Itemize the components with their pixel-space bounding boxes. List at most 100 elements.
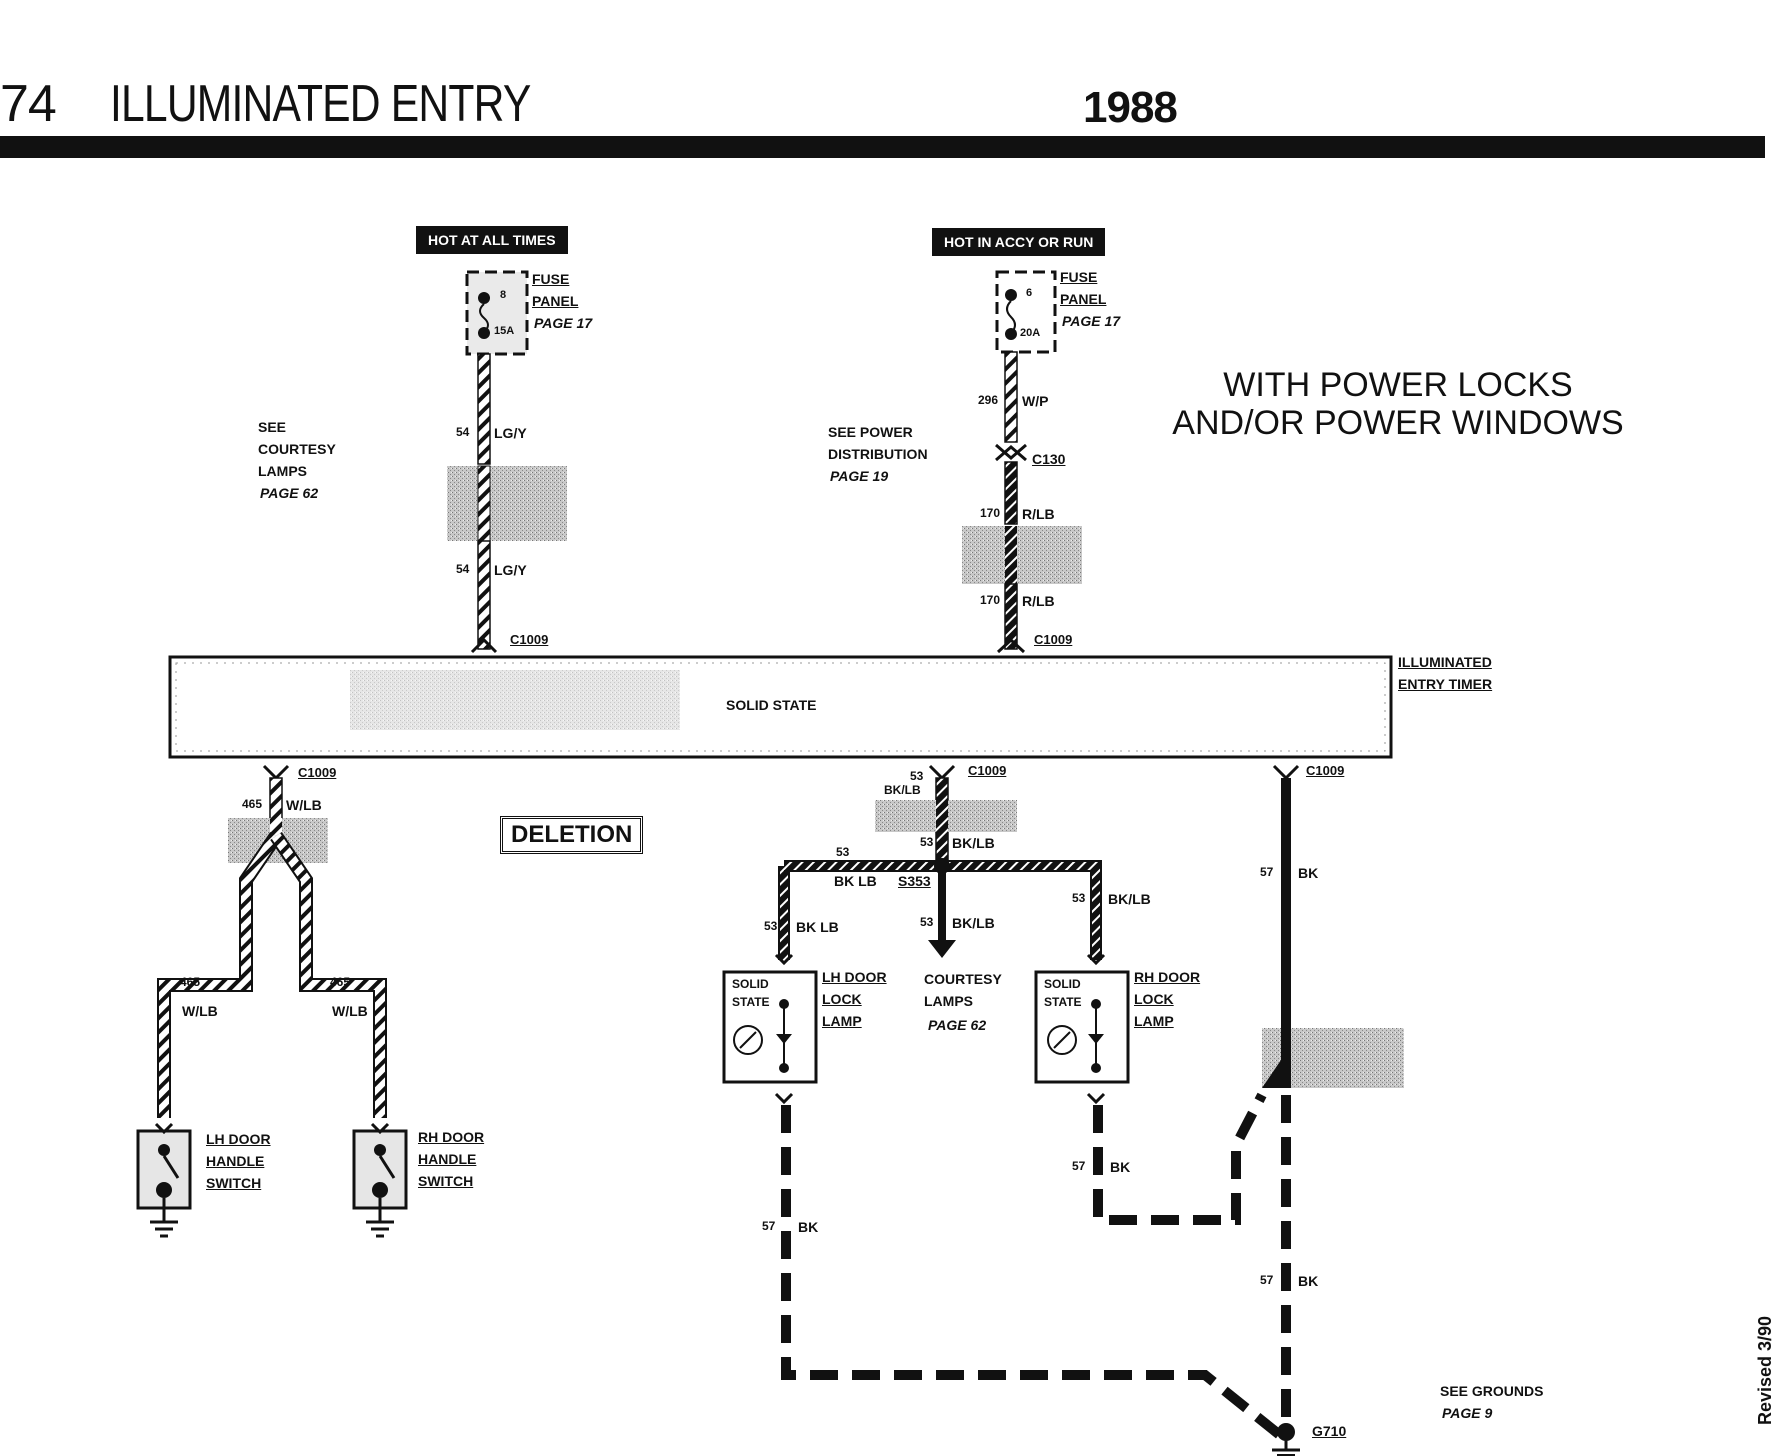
timer-label-2: ENTRY TIMER — [1398, 676, 1493, 692]
lh-lamp-label-1: LH DOOR — [822, 969, 887, 985]
wire-170b-num: 170 — [980, 593, 1001, 607]
wire-53left-num: 53 — [836, 845, 850, 859]
fuse-left-box — [465, 270, 529, 356]
hot-in-accy-or-run-tag: HOT IN ACCY OR RUN — [932, 228, 1106, 256]
courtesy-page: PAGE 62 — [928, 1017, 987, 1033]
shade-right — [962, 526, 1082, 584]
wire-465-color: W/LB — [286, 797, 322, 813]
connector-c1009-right-top: C1009 — [1034, 632, 1073, 647]
ref-courtesy-3: LAMPS — [258, 463, 307, 479]
connector-c1009-57: C1009 — [1306, 763, 1345, 778]
wire-465r-num: 465 — [330, 975, 351, 989]
wire-57c-color: BK — [798, 1219, 819, 1235]
wire-170-upper — [1004, 461, 1018, 525]
lh-lamp-label-3: LAMP — [822, 1013, 862, 1029]
wire-53court-color: BK/LB — [952, 915, 995, 931]
connector-c1009-53: C1009 — [968, 763, 1007, 778]
fuse-left-number: 8 — [500, 289, 507, 301]
ref-power-page: PAGE 19 — [830, 468, 889, 484]
splice-s353-label: S353 — [898, 873, 931, 889]
lh-switch-label-3: SWITCH — [206, 1175, 262, 1191]
wire-53top-color: BK/LB — [884, 783, 921, 797]
wire-170b-color: R/LB — [1022, 593, 1055, 609]
wire-54b-num: 54 — [456, 562, 470, 576]
wire-54a-color: LG/Y — [494, 425, 527, 441]
timer-solid-state: SOLID STATE — [726, 697, 817, 713]
wire-296-num: 296 — [978, 393, 999, 407]
page-number: 74 — [0, 75, 57, 133]
wire-57-lh — [781, 1105, 1290, 1444]
courtesy-label-2: LAMPS — [924, 993, 973, 1009]
fuse-left-amp: 15A — [494, 325, 515, 337]
courtesy-arrow — [928, 940, 956, 958]
variant-line1: WITH POWER LOCKS — [1223, 366, 1573, 404]
connector-c1009-left-top: C1009 — [510, 632, 549, 647]
header-rule — [0, 136, 1765, 158]
ground-g710-label: G710 — [1312, 1423, 1347, 1439]
wire-170-lower — [1004, 583, 1018, 650]
fuse-left-label1: FUSE — [532, 271, 570, 287]
variant-note: WITH POWER LOCKS AND/OR POWER WINDOWS — [1168, 366, 1628, 442]
fuse-left-page: PAGE 17 — [534, 315, 593, 331]
ref-power-1: SEE POWER — [828, 424, 913, 440]
wire-54b-color: LG/Y — [494, 562, 527, 578]
wire-465l-num: 465 — [180, 975, 201, 989]
fuse-right-label2: PANEL — [1060, 291, 1107, 307]
wire-465r-color: W/LB — [332, 1003, 368, 1019]
wire-57b-num: 57 — [1072, 1159, 1086, 1173]
wire-53mid-num: 53 — [920, 835, 934, 849]
wire-53right-color: BK/LB — [1108, 891, 1151, 907]
connector-c1009-465: C1009 — [298, 765, 337, 780]
wire-465l-color: W/LB — [182, 1003, 218, 1019]
rh-switch-label-3: SWITCH — [418, 1173, 474, 1189]
rh-lamp-inner-1: SOLID — [1044, 977, 1081, 991]
ground-g710 — [1277, 1423, 1295, 1441]
wire-57-solid — [1281, 778, 1291, 1083]
lh-switch-label-1: LH DOOR — [206, 1131, 271, 1147]
wire-53top-num: 53 — [910, 769, 924, 783]
year-label: 1988 — [1083, 83, 1178, 132]
rh-door-lock-lamp — [1034, 970, 1130, 1084]
ref-courtesy-1: SEE — [258, 419, 287, 435]
wire-57a-num: 57 — [1260, 865, 1274, 879]
fuse-right-page: PAGE 17 — [1062, 313, 1121, 329]
wire-57d-num: 57 — [1260, 1273, 1274, 1287]
wire-54-lower — [477, 540, 491, 650]
ref-power-2: DISTRIBUTION — [828, 446, 928, 462]
wire-53mid-color: BK/LB — [952, 835, 995, 851]
revised-note: Revised 3/90 — [1755, 1315, 1775, 1425]
deletion-note: DELETION — [500, 816, 644, 854]
lh-lamp-inner-2: STATE — [732, 995, 770, 1009]
ref-grounds-1: SEE GROUNDS — [1440, 1383, 1544, 1399]
fuse-right-number: 6 — [1026, 287, 1033, 299]
connector-c130: C130 — [1032, 451, 1066, 467]
rh-lamp-label-3: LAMP — [1134, 1013, 1174, 1029]
wire-57b-color: BK — [1110, 1159, 1131, 1175]
rh-lamp-inner-2: STATE — [1044, 995, 1082, 1009]
shade-left — [447, 466, 567, 541]
wire-170a-color: R/LB — [1022, 506, 1055, 522]
wire-57c-num: 57 — [762, 1219, 776, 1233]
wire-54a-num: 54 — [456, 425, 470, 439]
ref-courtesy-2: COURTESY — [258, 441, 336, 457]
wire-54-upper — [477, 353, 491, 465]
fuse-right-box — [995, 270, 1057, 354]
wire-53lamp-num: 53 — [764, 919, 778, 933]
ref-grounds-page: PAGE 9 — [1442, 1405, 1493, 1421]
fuse-right-amp: 20A — [1020, 327, 1041, 339]
wire-57a-color: BK — [1298, 865, 1319, 881]
page-title: ILLUMINATED ENTRY — [110, 75, 531, 133]
wire-57d-color: BK — [1298, 1273, 1319, 1289]
timer-label-1: ILLUMINATED — [1398, 654, 1492, 670]
courtesy-label-1: COURTESY — [924, 971, 1002, 987]
fuse-right-label1: FUSE — [1060, 269, 1098, 285]
lh-lamp-inner-1: SOLID — [732, 977, 769, 991]
rh-switch-label-1: RH DOOR — [418, 1129, 485, 1145]
wire-170a-num: 170 — [980, 506, 1001, 520]
wire-53lamp-color: BK LB — [796, 919, 839, 935]
wire-57-rh — [1093, 1092, 1267, 1225]
lh-switch-label-2: HANDLE — [206, 1153, 265, 1169]
hot-at-all-times-tag: HOT AT ALL TIMES — [416, 226, 568, 254]
wire-296 — [1004, 351, 1018, 443]
